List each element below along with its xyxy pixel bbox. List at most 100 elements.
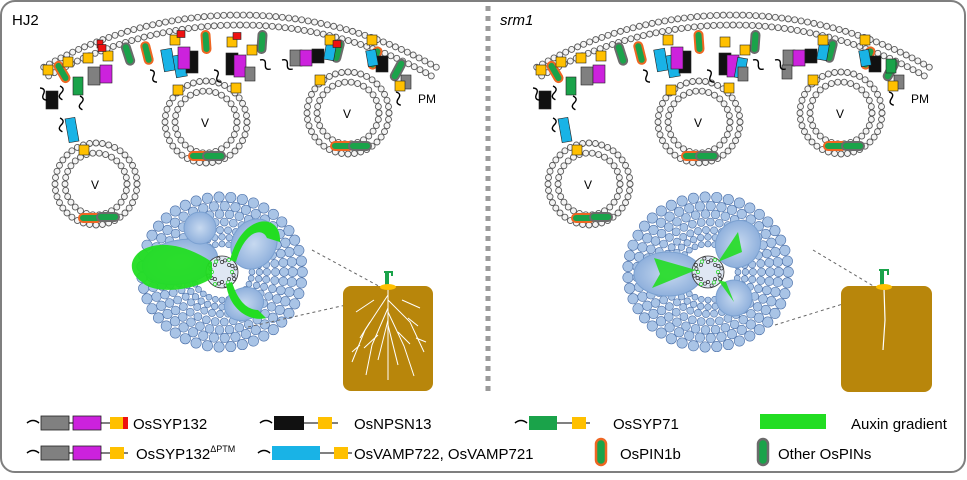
syp132-magenta-box — [99, 64, 113, 84]
auxin-flow — [652, 258, 696, 288]
left-root-system — [351, 288, 427, 380]
snare-orange — [595, 50, 607, 62]
vamp-box — [557, 116, 573, 144]
auxin-flow — [226, 282, 266, 319]
snare-orange — [535, 64, 547, 76]
vamp-box — [858, 48, 872, 68]
legend-syp132-ptm-label: OsSYP132ΔPTM — [136, 444, 235, 463]
vesicles: VVV — [544, 68, 886, 229]
npsn13-box — [538, 90, 552, 110]
ptm-red — [97, 44, 107, 52]
auxin-flow — [230, 221, 281, 262]
other-pin-protein — [202, 151, 226, 161]
legend-pin1b-label: OsPIN1b — [620, 446, 681, 463]
syp132-gray-box — [781, 64, 793, 80]
other-pin-protein — [120, 42, 136, 66]
snare-orange — [555, 56, 567, 68]
right-root-cross-section — [622, 191, 794, 353]
pin1b-protein — [53, 60, 71, 84]
left-soil-box — [247, 249, 433, 391]
syp132-gray-box — [580, 66, 594, 86]
legend-pin1b: OsPIN1b — [594, 437, 681, 467]
vesicle-label: V — [343, 107, 351, 121]
syp132-magenta-box — [670, 46, 684, 70]
snare-linker — [281, 58, 293, 71]
snare-orange — [665, 84, 677, 96]
vesicle-label: V — [584, 178, 592, 192]
snare-linker — [532, 87, 541, 101]
other-pin-protein — [841, 141, 865, 151]
legend-vamp: OsVAMP722, OsVAMP721 — [257, 446, 534, 463]
other-pin-protein — [749, 30, 761, 54]
legend-other-pins-label: Other OsPINs — [778, 446, 871, 463]
snare-linker — [774, 58, 786, 71]
lateral-root-primordium — [715, 279, 753, 317]
snare-linker — [78, 95, 84, 111]
syp132-gray-box — [244, 66, 256, 82]
snare-orange — [172, 84, 184, 96]
snare-linker — [39, 87, 48, 101]
snare-linker — [642, 69, 651, 83]
syp71-box — [72, 76, 84, 96]
snare-linker — [58, 117, 64, 133]
snare-orange — [571, 144, 583, 156]
snare-orange — [807, 74, 819, 86]
syp132-magenta-box — [592, 64, 606, 84]
snare-linker — [149, 69, 158, 83]
legend-vamp-label: OsVAMP722, OsVAMP721 — [354, 446, 534, 463]
vamp-box — [365, 48, 379, 68]
snare-orange — [42, 64, 54, 76]
snare-linker — [395, 91, 402, 106]
legend-syp132-ptm: OsSYP132ΔPTM — [26, 444, 235, 463]
pin1b-protein — [200, 30, 212, 54]
vesicle-label: V — [201, 116, 209, 130]
syp132-gray-box — [737, 66, 749, 82]
legend-npsn13-label: OsNPSN13 — [354, 416, 432, 433]
legend-syp71: OsSYP71 — [514, 416, 679, 433]
snare-linker — [213, 69, 222, 83]
syp71-box — [885, 58, 897, 74]
legend-auxin-label: Auxin gradient — [851, 416, 948, 433]
snare-orange — [739, 44, 751, 56]
snare-orange — [102, 50, 114, 62]
snare-linker — [58, 85, 64, 101]
snare-orange — [62, 56, 74, 68]
ptm-red — [176, 30, 186, 38]
legend-auxin: Auxin gradient — [760, 414, 948, 433]
snare-orange — [719, 36, 731, 48]
legend-npsn13: OsNPSN13 — [259, 416, 432, 433]
auxin-gradient — [131, 221, 281, 319]
snare-orange — [817, 34, 829, 46]
snare-orange — [226, 36, 238, 48]
other-pin-protein — [96, 212, 120, 222]
pm-label: PM — [418, 92, 436, 106]
snare-orange — [887, 80, 899, 92]
snare-orange — [246, 44, 258, 56]
pin1b-protein — [546, 60, 564, 84]
ptm-red — [232, 32, 242, 40]
snare-complexes — [39, 30, 412, 156]
other-pin-protein — [256, 30, 268, 54]
snare-linker — [551, 85, 557, 101]
other-pin-protein — [589, 212, 613, 222]
other-pin-protein — [389, 58, 407, 82]
npsn13-box — [45, 90, 59, 110]
snare-linker — [259, 58, 271, 71]
snare-orange — [394, 80, 406, 92]
snare-orange — [662, 34, 674, 46]
snare-complexes — [532, 34, 905, 156]
snare-orange — [859, 34, 871, 46]
auxin-flow — [131, 244, 212, 290]
snare-orange — [366, 34, 378, 46]
syp132-magenta-box — [299, 49, 313, 67]
snare-orange — [723, 82, 735, 94]
lateral-root-primordium — [183, 211, 217, 245]
left-panel-title: HJ2 — [12, 12, 39, 29]
right-panel-title: srm1 — [500, 12, 533, 29]
snare-linker — [706, 69, 715, 83]
npsn13-box — [804, 48, 818, 64]
snare-orange — [314, 74, 326, 86]
